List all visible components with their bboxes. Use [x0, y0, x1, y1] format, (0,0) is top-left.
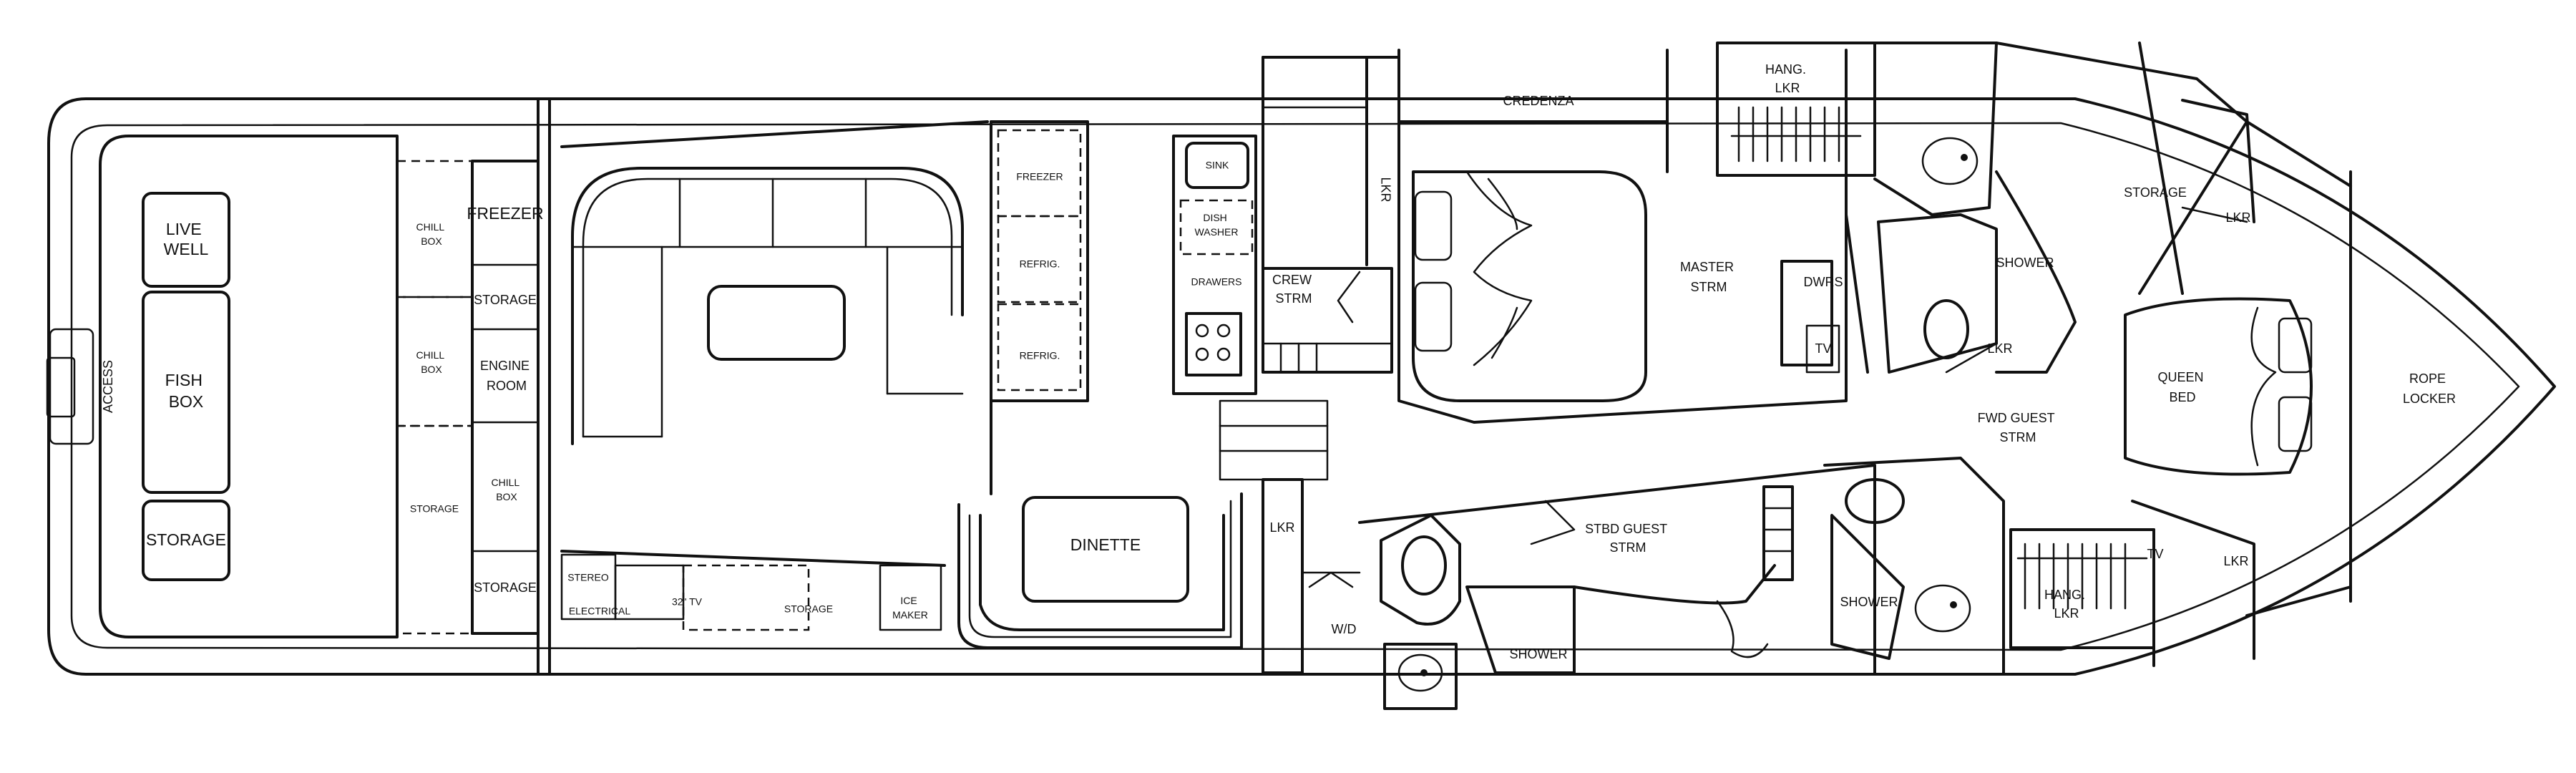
label-dishwasher: DISH WASHER: [1195, 212, 1239, 238]
label-shower-1: SHOWER: [1996, 256, 2054, 270]
label-crew-strm: CREW STRM: [1272, 273, 1315, 306]
label-galley-freezer: FREEZER: [1016, 171, 1063, 183]
label-storage-aft-1: STORAGE: [474, 293, 537, 307]
label-stbd-guest-strm: STBD GUEST STRM: [1585, 522, 1671, 555]
label-lkr-lower: LKR: [1269, 520, 1294, 535]
dinette-area: [957, 492, 1243, 649]
label-ice-maker: ICE MAKER: [892, 595, 928, 621]
stbd-guest: [1358, 464, 1876, 710]
label-lkr-vertical: LKR: [1378, 177, 1392, 202]
label-credenza: CREDENZA: [1503, 94, 1574, 108]
fwd-head: [1873, 42, 2077, 374]
stbd-head: [1823, 457, 2155, 674]
label-storage-cockpit: STORAGE: [146, 530, 226, 549]
label-refrig-1: REFRIG.: [1020, 258, 1060, 270]
label-storage-aft-3: STORAGE: [410, 503, 459, 515]
label-shower-3: SHOWER: [1840, 595, 1898, 609]
label-lkr-fwd: LKR: [1987, 341, 2012, 356]
label-shower-2: SHOWER: [1510, 647, 1568, 661]
label-hang-lkr-2: HANG. LKR: [2044, 588, 2089, 621]
label-hang-lkr-1: HANG. LKR: [1765, 62, 1810, 95]
label-stereo: STEREO: [567, 572, 609, 583]
salon: [560, 120, 992, 631]
aft-storage: [396, 160, 540, 635]
label-storage-aft-2: STORAGE: [474, 580, 537, 595]
label-refrig-2: REFRIG.: [1020, 350, 1060, 361]
label-wd: W/D: [1332, 622, 1357, 636]
label-chill-box-2: CHILL BOX: [416, 349, 447, 375]
label-dinette: DINETTE: [1070, 535, 1141, 554]
room-labels: LIVE WELL FISH BOX STORAGE ACCESS CHILL …: [101, 62, 2456, 661]
label-chill-box-3: CHILL BOX: [491, 477, 522, 502]
label-access: ACCESS: [101, 360, 115, 413]
label-lkr-bow-1: LKR: [2225, 210, 2250, 225]
label-fish-box: FISH BOX: [165, 371, 208, 411]
label-rope-locker: ROPE LOCKER: [2403, 371, 2456, 406]
fish-box: [142, 291, 230, 494]
label-electrical: ELECTRICAL: [569, 606, 631, 617]
label-queen-bed: QUEEN BED: [2157, 370, 2207, 404]
label-dwrs: DWRS: [1804, 275, 1843, 289]
label-drawers: DRAWERS: [1191, 276, 1241, 288]
label-tv-fwd: TV: [2147, 547, 2163, 561]
forward-vberth: [1995, 42, 2352, 667]
master-stateroom: [1397, 42, 1876, 424]
label-storage-bow: STORAGE: [2124, 185, 2187, 200]
label-32-tv: 32" TV: [672, 596, 703, 608]
crew-area: [1219, 56, 1400, 674]
label-sink: SINK: [1206, 160, 1229, 171]
label-storage-salon: STORAGE: [784, 603, 833, 615]
label-master-strm: MASTER STRM: [1680, 260, 1737, 294]
label-engine-room: ENGINE ROOM: [480, 359, 533, 393]
hull-outline: [47, 97, 2556, 676]
label-live-well: LIVE WELL: [164, 220, 209, 258]
storage-box: [142, 500, 230, 581]
label-fwd-guest-strm: FWD GUEST STRM: [1978, 411, 2059, 444]
cockpit: [46, 135, 399, 638]
label-tv-master: TV: [1815, 341, 1831, 356]
label-lkr-bow-2: LKR: [2223, 554, 2248, 568]
label-freezer: FREEZER: [467, 204, 543, 223]
label-chill-box-1: CHILL BOX: [416, 221, 447, 247]
live-well: [142, 192, 230, 288]
